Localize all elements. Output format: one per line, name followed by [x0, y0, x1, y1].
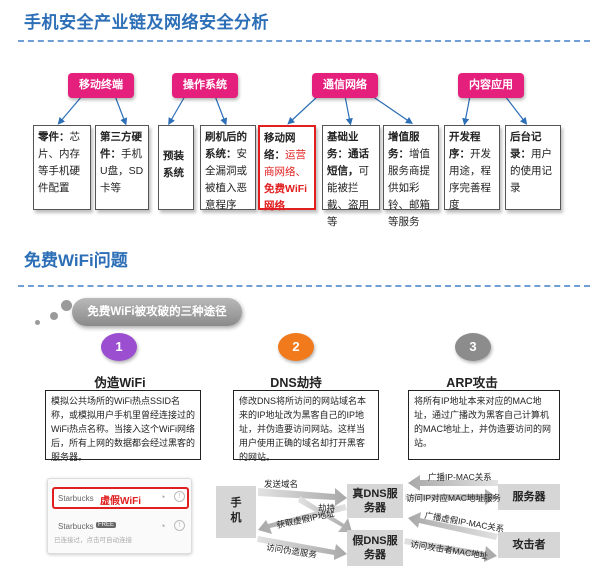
method-number-2: 2	[278, 333, 314, 361]
box-head: 预装系统	[163, 150, 184, 179]
phone-node: 手机	[216, 486, 256, 538]
wifi-row-fake: Starbucks 虚假WiFi ◔ !	[52, 487, 189, 509]
section-divider	[18, 285, 590, 287]
info-icon: !	[174, 491, 185, 502]
fake-wifi-label: 虚假WiFi	[100, 496, 142, 507]
title-divider	[18, 40, 590, 42]
phone-node-label: 手机	[230, 497, 242, 524]
box-backend-record: 后台记录：用户的使用记录	[505, 125, 561, 210]
label-send-domain: 发送域名	[264, 479, 299, 489]
arrow-send-domain	[258, 488, 347, 506]
arrow-visit-ip-mac	[405, 489, 497, 505]
wifi-row-subtitle: 已连接过，点击可自动连接	[54, 537, 132, 544]
wifi-list-mock: Starbucks 虚假WiFi ◔ ! Starbucks FREE ◔ ! …	[47, 478, 192, 554]
box-body: 运营商网络、	[264, 149, 306, 178]
label-hijack: 劫持	[318, 503, 336, 513]
arrow-visit-attacker	[404, 538, 497, 562]
section1-title: 手机安全产业链及网络安全分析	[24, 13, 269, 32]
wifi-signal-icon: ◔	[160, 492, 166, 502]
attack-ways-pill: 免费WiFi被攻破的三种途径	[72, 298, 242, 326]
box-head: 移动网络：	[264, 132, 296, 161]
box-third-party-hardware: 第三方硬件：手机U盘，SD卡等	[95, 125, 149, 210]
box-head: 增值服务：	[388, 131, 420, 160]
box-body: 开发用途，程序完善程度	[449, 148, 491, 211]
arrow-broadcast-fake	[408, 512, 498, 540]
box-head: 刷机后的系统：	[205, 131, 247, 160]
box-flashed-system: 刷机后的系统：安全漏洞或被植入恶意程序	[200, 125, 256, 211]
method-desc-arp-attack: 将所有IP地址本来对应的MAC地址，通过广播改为黑客自己计算机的MAC地址上，并…	[408, 390, 560, 460]
box-body: 手机U盘，SD卡等	[100, 148, 144, 194]
box-body: 芯片、内存等手机硬件配置	[38, 131, 80, 194]
label-visit-ip-mac: 访问IP对应MAC地址服务	[406, 493, 501, 503]
decor-dot	[35, 320, 40, 325]
box-body: 用户的使用记录	[510, 148, 552, 194]
section2-title: 免费WiFi问题	[24, 251, 128, 270]
decor-dot	[61, 300, 72, 311]
method-desc-fake-wifi: 模拟公共场所的WiFi热点SSID名称，或模拟用户手机里曾经连接过的WiFi热点…	[45, 390, 201, 462]
method-desc-dns-hijack: 修改DNS将所访问的网站域名本来的IP地址改为黑客自己的IP地址，并伪造要访问网…	[233, 390, 379, 462]
box-body: 安全漏洞或被植入恶意程序	[205, 148, 247, 211]
free-badge: FREE	[96, 522, 117, 528]
box-head: 基础业务：	[327, 131, 359, 160]
box-head: 后台记录：	[510, 131, 542, 160]
real-dns-server: 真DNS服务器	[347, 484, 403, 518]
arrow-broadcast-ip-mac	[408, 475, 498, 491]
wifi-ssid: Starbucks	[58, 522, 94, 531]
arrow-visit-fake	[257, 536, 347, 560]
box-components: 零件：芯片、内存等手机硬件配置	[33, 125, 91, 210]
box-head: 开发程序：	[449, 131, 481, 160]
box-head: 第三方硬件：	[100, 131, 142, 160]
wifi-signal-icon: ◔	[160, 521, 166, 531]
method-title-dns-hijack: DNS劫持	[270, 376, 322, 390]
info-icon: !	[174, 520, 185, 531]
flow-arrows	[257, 475, 498, 562]
server-node: 服务器	[498, 484, 560, 510]
method-number-3: 3	[455, 333, 491, 361]
wifi-row-real: Starbucks FREE ◔ !	[52, 519, 189, 541]
box-body: 可能被拦截、盗用等	[327, 165, 369, 228]
box-head: 零件：	[38, 131, 70, 143]
box-body-bold: 免费WiFi网络	[264, 183, 308, 212]
box-dev-program: 开发程序：开发用途，程序完善程度	[444, 125, 500, 211]
box-value-added: 增值服务：增值服务商提供如彩铃、邮箱等服务	[383, 125, 439, 228]
connector-lines	[57, 95, 528, 126]
method-title-fake-wifi: 伪造WiFi	[94, 376, 146, 390]
category-network: 通信网络	[312, 73, 378, 98]
attacker-node: 攻击者	[498, 532, 560, 558]
arrow-get-fake-ip	[258, 504, 347, 534]
box-preinstalled-system: 预装系统	[158, 125, 194, 210]
method-title-arp-attack: ARP攻击	[446, 376, 498, 390]
box-body: 增值服务商提供如彩铃、邮箱等服务	[388, 148, 430, 228]
decor-dot	[50, 312, 58, 320]
wifi-ssid: Starbucks	[58, 494, 94, 503]
category-os: 操作系统	[172, 73, 238, 98]
box-mobile-network: 移动网络：运营商网络、免费WiFi网络	[258, 125, 316, 212]
method-number-1: 1	[101, 333, 137, 361]
box-basic-service: 基础业务：通话短信，可能被拦截、盗用等	[322, 125, 380, 228]
fake-dns-server: 假DNS服务器	[347, 530, 403, 566]
box-sub: 通话短信，	[327, 148, 369, 177]
label-broadcast-ip-mac: 广播IP-MAC关系	[428, 472, 492, 482]
category-content: 内容应用	[458, 73, 524, 98]
category-mobile-terminal: 移动终端	[68, 73, 134, 98]
